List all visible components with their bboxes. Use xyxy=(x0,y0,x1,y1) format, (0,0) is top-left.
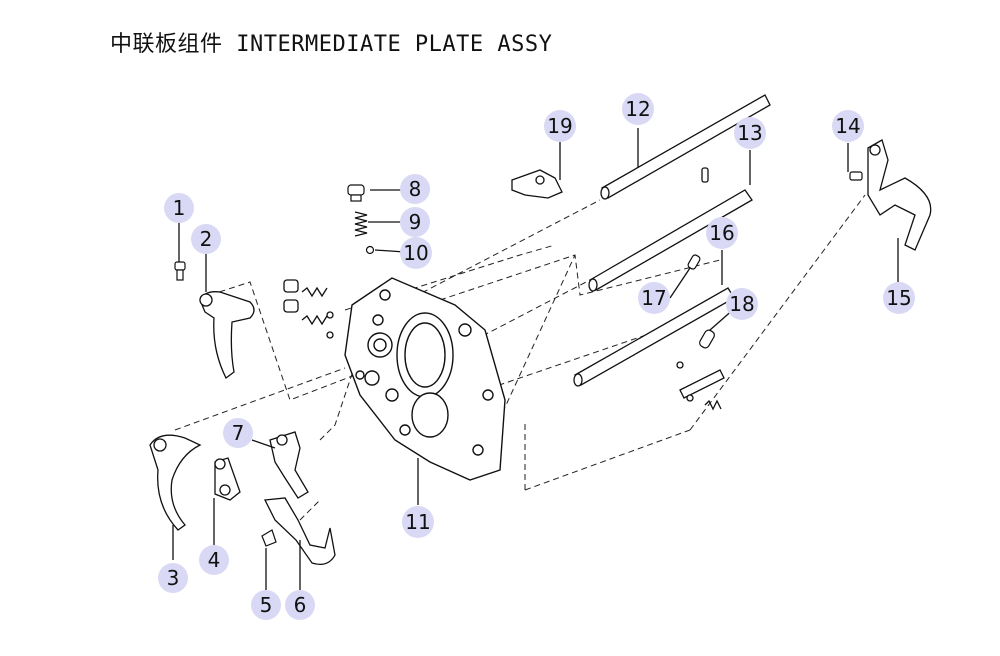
callout-9: 9 xyxy=(400,207,430,237)
callout-13: 13 xyxy=(734,117,766,149)
part-17-pin xyxy=(687,254,701,270)
part-19-shift-block xyxy=(511,169,563,199)
callout-15-label: 15 xyxy=(886,286,911,310)
callout-2: 2 xyxy=(191,224,221,254)
callout-16-label: 16 xyxy=(709,221,734,245)
small-rod-and-spring xyxy=(676,361,725,411)
callout-17: 17 xyxy=(638,282,670,314)
callout-8: 8 xyxy=(400,174,430,204)
callout-3-label: 3 xyxy=(167,566,180,590)
callout-4-label: 4 xyxy=(208,548,221,572)
callout-3: 3 xyxy=(158,563,188,593)
callout-2-label: 2 xyxy=(200,227,213,251)
callout-15: 15 xyxy=(883,282,915,314)
part-13-shift-rod xyxy=(588,167,753,292)
part-7-rocker xyxy=(269,431,309,499)
part-6-shift-fork xyxy=(263,497,336,566)
part-10-ball xyxy=(365,245,375,255)
callout-14-label: 14 xyxy=(835,114,860,138)
part-5-clip xyxy=(261,529,277,547)
callout-19-label: 19 xyxy=(547,114,572,138)
callout-7: 7 xyxy=(223,418,253,448)
callout-16: 16 xyxy=(706,217,738,249)
callout-13-label: 13 xyxy=(737,121,762,145)
callout-11: 11 xyxy=(402,506,434,538)
callout-18-label: 18 xyxy=(729,292,754,316)
part-14-bolt xyxy=(849,171,863,181)
callout-4: 4 xyxy=(199,545,229,575)
callout-6: 6 xyxy=(285,590,315,620)
callout-10-label: 10 xyxy=(403,241,428,265)
callout-11-label: 11 xyxy=(405,510,430,534)
callout-18: 18 xyxy=(726,288,758,320)
assembly-guide-lines xyxy=(174,194,866,521)
part-18-interlock-pin xyxy=(699,329,715,349)
part-3-shift-fork-large xyxy=(149,434,202,531)
leader-lines xyxy=(172,128,899,590)
part-15-shift-fork-right xyxy=(867,139,932,251)
part-9-spring xyxy=(354,211,368,237)
callout-7-label: 7 xyxy=(232,421,245,445)
callout-10: 10 xyxy=(400,237,432,269)
diagram-title: 中联板组件 INTERMEDIATE PLATE ASSY xyxy=(110,32,553,57)
callout-9-label: 9 xyxy=(409,210,422,234)
callout-14: 14 xyxy=(832,110,864,142)
callout-12: 12 xyxy=(622,93,654,125)
callout-8-label: 8 xyxy=(409,177,422,201)
part-4-fork-block xyxy=(214,457,241,501)
callout-5-label: 5 xyxy=(260,593,273,617)
callout-12-label: 12 xyxy=(625,97,650,121)
part-2-shift-fork xyxy=(199,291,255,379)
detent-springs-left xyxy=(283,279,334,339)
callout-6-label: 6 xyxy=(294,593,307,617)
part-12-shift-rod xyxy=(600,94,771,200)
callout-19: 19 xyxy=(544,110,576,142)
part-1-bolt xyxy=(174,261,186,281)
callout-5: 5 xyxy=(251,590,281,620)
callout-1: 1 xyxy=(164,193,194,223)
part-11-intermediate-plate xyxy=(344,277,506,481)
callout-1-label: 1 xyxy=(173,196,186,220)
callout-17-label: 17 xyxy=(641,286,666,310)
part-8-plug xyxy=(347,184,365,202)
